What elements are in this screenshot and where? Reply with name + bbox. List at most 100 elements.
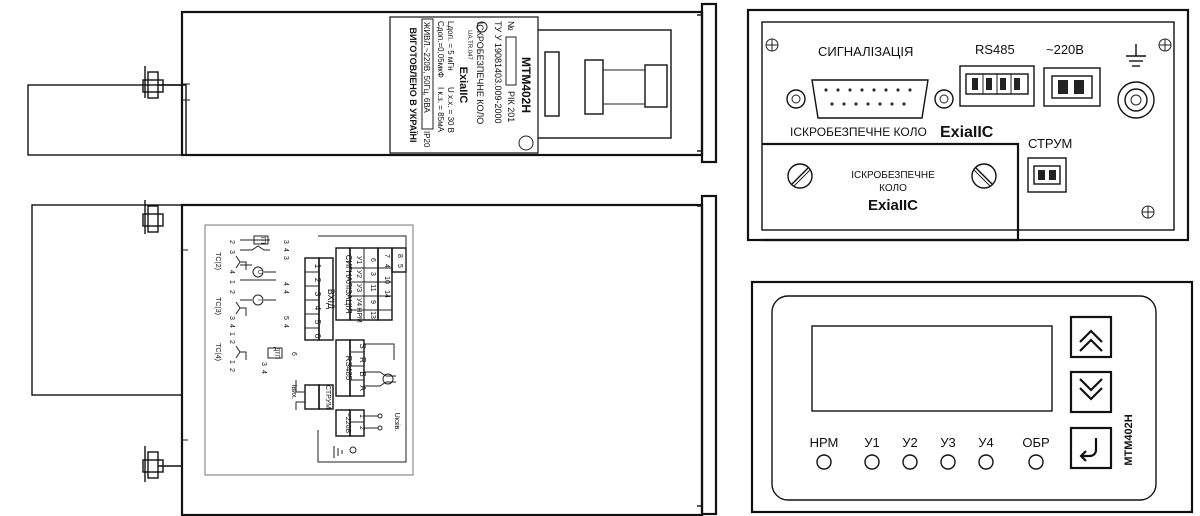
enter-return-icon <box>1079 438 1098 462</box>
wire-num-a3: 3 <box>282 240 289 244</box>
sign-u2: У2 <box>355 270 362 278</box>
rs485-connector[interactable] <box>959 65 1035 107</box>
v220-num-2: 2 <box>358 426 365 430</box>
rating-plate: МТМ402Н № РІК 201 ТУ У 19081403.009-2000… <box>389 16 539 154</box>
tc-label-3: ТС(3) <box>214 297 221 315</box>
lcd-display <box>811 325 1053 412</box>
back-rs485-label: RS485 <box>975 42 1015 57</box>
plate-logo-icon <box>518 135 534 151</box>
plate-param-l2: Cдоп.=0,05мкФ <box>436 21 445 78</box>
screw-top <box>142 66 182 99</box>
enter-button[interactable] <box>1069 426 1113 470</box>
signal-terminal-block: СИГНАЛІЗАЦІЯ У1 У2 У3 У4 НРМ 8 5 7 4 10 … <box>335 247 407 323</box>
back-signal-label: СИГНАЛІЗАЦІЯ <box>818 44 913 59</box>
cover-exia-label: ExiaIIC <box>868 197 918 214</box>
plate-exia: ExiaIIC <box>457 67 469 104</box>
led-u1 <box>864 454 880 470</box>
down-button[interactable] <box>1069 370 1113 414</box>
top-side-view: МТМ402Н № РІК 201 ТУ У 19081403.009-2000… <box>27 2 718 164</box>
ground-terminal-icon <box>349 446 357 454</box>
cover-iskro-line2: КОЛО <box>879 183 907 194</box>
dtp-label: ДТП <box>273 347 279 359</box>
led-u4 <box>978 454 994 470</box>
current-output-block: СТРУМ Iвих. <box>290 380 334 410</box>
cover-screw-left-icon <box>787 163 813 189</box>
input-terminal-block: ВХІД 1 2 3 4 5 6 <box>304 257 336 341</box>
led-label-nrm: НРМ <box>810 435 839 450</box>
plate-ip: IP20 <box>422 131 431 148</box>
rs485-terminal-block: RS485 S R B A <box>335 339 396 397</box>
vhid-label: ВХІД <box>326 289 336 309</box>
vhid-num-5: 5 <box>313 320 322 325</box>
back-panel: СИГНАЛІЗАЦІЯ RS485 ~220В <box>746 8 1190 242</box>
led-label-u4: У4 <box>978 435 994 450</box>
led-labels: НРМ У1 У2 У3 У4 ОБР <box>810 435 1050 450</box>
db15-connector[interactable] <box>786 79 954 119</box>
power-terminal-block: ~220В 1 2 Uкзів. <box>333 409 401 458</box>
led-label-u2: У2 <box>902 435 918 450</box>
wire-num-d2: 1 <box>228 360 235 364</box>
back-220v-label: ~220В <box>1046 42 1084 57</box>
tc-label-2: ТС(2) <box>214 252 221 270</box>
sign-num-10: 10 <box>383 276 390 284</box>
sensor-circuits: ТС(2) ТС(3) ТС(4) 2 3 3 4 3 4 1 2 4 4 5 … <box>214 235 297 374</box>
rs-pin-b: B <box>358 371 367 376</box>
sign-num-13: 13 <box>369 311 376 319</box>
up-button[interactable] <box>1069 315 1113 359</box>
rs-pin-a: A <box>358 385 367 391</box>
wire-num-d1: 6 <box>290 352 297 356</box>
sign-num-5: 5 <box>396 264 403 268</box>
back-iskro-label: ІСКРОБЕЗПЕЧНЕ КОЛО <box>790 125 927 139</box>
wire-num-c5: 1 <box>228 332 235 336</box>
led-u2 <box>902 454 918 470</box>
plate-made: ВИГОТОВЛЕНО В УКРАЇНІ <box>408 27 418 142</box>
led-label-u3: У3 <box>940 435 956 450</box>
front-panel: МТМ402Н НРМ У1 У2 У3 У4 ОБР <box>750 280 1194 514</box>
plate-param-r2: I к.з. = 85мА <box>436 87 445 133</box>
sign-num-9: 9 <box>369 300 376 304</box>
double-chevron-up-icon <box>1079 329 1103 352</box>
screw-lower <box>142 446 182 482</box>
vhid-num-2: 2 <box>313 278 322 283</box>
vhid-num-6: 6 <box>313 334 322 339</box>
front-model-label: МТМ402Н <box>1123 414 1135 465</box>
strum-label: СТРУМ <box>324 385 331 409</box>
plate-power: ЖИВЛ.~220В, 50Гц, 6ВА <box>422 22 431 113</box>
sign-num-3: 3 <box>369 272 376 276</box>
wire-num-c1: 5 <box>282 316 289 320</box>
ivyh-label: Iвих. <box>290 384 297 399</box>
wire-num-c2: 4 <box>282 324 289 328</box>
wire-num-a4: 4 <box>282 248 289 252</box>
sign-num-4: 4 <box>383 264 390 268</box>
wire-num-d3: 2 <box>228 368 235 372</box>
plate-tu: ТУ У 19081403.009-2000 <box>493 21 503 124</box>
cover-screw-right-icon <box>971 163 997 189</box>
u-source-label: U <box>256 270 262 274</box>
sign-num-7: 7 <box>383 254 390 258</box>
corner-screw-icons <box>765 38 1172 219</box>
cover-iskro-line1: ІСКРОБЕЗПЕЧНЕ <box>851 170 935 181</box>
vhid-num-3: 3 <box>313 292 322 297</box>
wiring-plate <box>204 224 414 476</box>
screw-upper <box>142 200 164 234</box>
plate-model: МТМ402Н <box>519 57 533 113</box>
side-housing-block-2 <box>31 204 183 396</box>
i-source-label: I <box>256 299 262 301</box>
rs-pin-s: S <box>358 343 367 348</box>
sign-u3: У3 <box>355 284 362 292</box>
front-bezel-side-2 <box>700 194 718 516</box>
wire-num-a1: 2 <box>228 240 235 244</box>
power-connector[interactable] <box>1043 67 1101 107</box>
ground-stud-icon <box>1117 81 1155 119</box>
led-u3 <box>940 454 956 470</box>
led-nrm <box>816 454 832 470</box>
ground-icon <box>1126 44 1146 67</box>
sign-num-14: 14 <box>383 290 390 298</box>
current-connector[interactable] <box>1027 157 1067 193</box>
tc-label-4: ТС(4) <box>214 343 221 361</box>
sign-u1: У1 <box>355 256 362 264</box>
rs485-label: RS485 <box>344 356 353 381</box>
bottom-side-view: ВХІД 1 2 3 4 5 6 СИГНАЛІЗАЦІЯ У1 <box>31 194 718 516</box>
side-housing-block <box>27 84 187 156</box>
wire-num-a5: 3 <box>282 256 289 260</box>
